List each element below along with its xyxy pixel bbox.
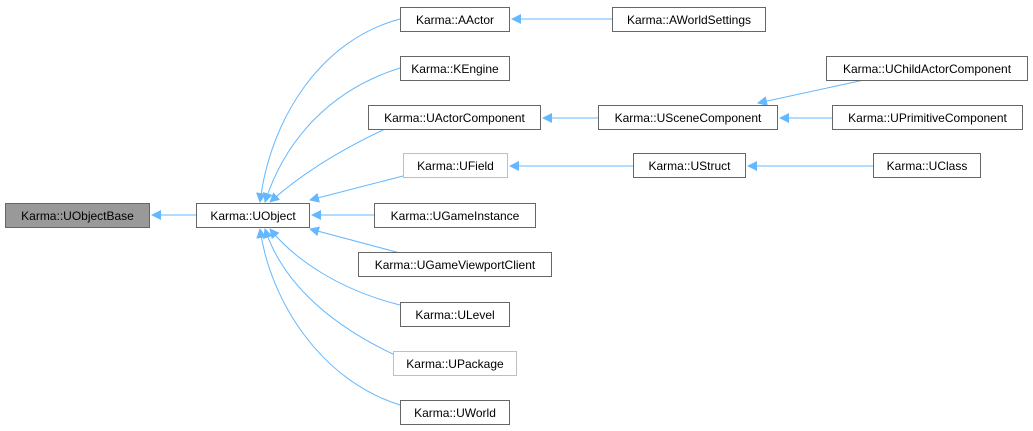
edge-uchildactorcomponent-to-uscenecomponent (757, 79, 865, 106)
node-aworldsettings[interactable]: Karma::AWorldSettings (612, 7, 766, 32)
node-uworld[interactable]: Karma::UWorld (400, 400, 510, 425)
edge-aactor-to-uobject (256, 18, 401, 203)
edge-ugameviewportclient-to-uobject (309, 226, 401, 254)
node-uactorcomponent[interactable]: Karma::UActorComponent (368, 105, 541, 130)
node-uclass[interactable]: Karma::UClass (873, 153, 981, 178)
node-ulevel[interactable]: Karma::ULevel (400, 302, 510, 327)
node-uchildactorcomponent[interactable]: Karma::UChildActorComponent (826, 56, 1028, 81)
node-ugameviewportclient[interactable]: Karma::UGameViewportClient (358, 252, 552, 277)
edge-ulevel-to-uobject (269, 228, 401, 306)
node-uobjectbase[interactable]: Karma::UObjectBase (5, 203, 150, 228)
node-uprimitivecomponent[interactable]: Karma::UPrimitiveComponent (832, 105, 1023, 130)
edge-ufield-to-uobject (309, 175, 404, 203)
node-aactor[interactable]: Karma::AActor (400, 7, 510, 32)
node-upackage[interactable]: Karma::UPackage (393, 351, 517, 376)
edge-kengine-to-uobject (263, 67, 401, 203)
node-ufield[interactable]: Karma::UField (403, 153, 508, 178)
edge-uworld-to-uobject (256, 228, 401, 406)
edge-uactorcomponent-to-uobject (269, 128, 386, 203)
node-ugameinstance[interactable]: Karma::UGameInstance (374, 203, 536, 228)
node-uscenecomponent[interactable]: Karma::USceneComponent (598, 105, 778, 130)
node-kengine[interactable]: Karma::KEngine (400, 56, 510, 81)
edge-upackage-to-uobject (263, 228, 396, 356)
node-ustruct[interactable]: Karma::UStruct (633, 153, 746, 178)
node-uobject[interactable]: Karma::UObject (196, 203, 310, 228)
